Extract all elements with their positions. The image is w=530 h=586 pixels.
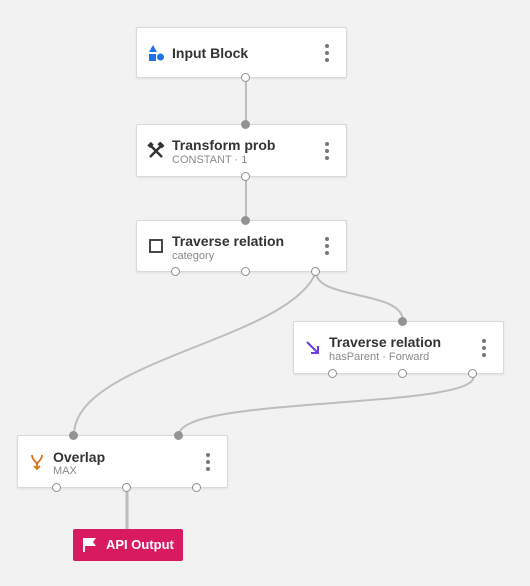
node-menu-button[interactable] bbox=[324, 141, 330, 160]
edge-traverse-hasparent-to-overlap bbox=[178, 373, 475, 436]
node-transform-prob[interactable]: Transform prob CONSTANT · 1 bbox=[136, 124, 347, 177]
node-traverse-category[interactable]: Traverse relation category bbox=[136, 220, 347, 272]
output-port[interactable] bbox=[328, 369, 337, 378]
node-subtitle: category bbox=[172, 250, 215, 262]
node-title: Traverse relation bbox=[329, 334, 442, 350]
output-port[interactable] bbox=[122, 483, 131, 492]
output-port[interactable] bbox=[241, 73, 250, 82]
node-subtitle: MAX bbox=[53, 465, 77, 477]
node-subtitle: CONSTANT · 1 bbox=[172, 154, 248, 166]
node-overlap[interactable]: Overlap MAX bbox=[17, 435, 228, 488]
node-menu-button[interactable] bbox=[324, 43, 330, 62]
arrow-down-right-icon bbox=[304, 339, 322, 357]
input-port[interactable] bbox=[241, 120, 250, 129]
node-title: Transform prob bbox=[172, 137, 276, 153]
node-input-block[interactable]: Input Block bbox=[136, 27, 347, 78]
square-outline-icon bbox=[147, 237, 165, 255]
flag-icon bbox=[82, 537, 98, 553]
node-subtitle: hasParent · Forward bbox=[329, 351, 430, 363]
output-port[interactable] bbox=[52, 483, 61, 492]
edge-traverse-category-to-traverse-hasparent bbox=[315, 271, 404, 322]
merge-icon bbox=[28, 453, 46, 471]
api-output-label: API Output bbox=[106, 537, 174, 552]
node-title: Traverse relation bbox=[172, 233, 285, 249]
output-port[interactable] bbox=[241, 172, 250, 181]
node-menu-button[interactable] bbox=[481, 338, 487, 357]
output-port[interactable] bbox=[468, 369, 477, 378]
input-port[interactable] bbox=[241, 216, 250, 225]
node-title: Overlap bbox=[53, 449, 106, 465]
edge-traverse-category-to-overlap bbox=[73, 271, 317, 436]
output-port[interactable] bbox=[241, 267, 250, 276]
output-port[interactable] bbox=[171, 267, 180, 276]
tools-icon bbox=[147, 141, 165, 160]
node-menu-button[interactable] bbox=[324, 237, 330, 255]
output-port[interactable] bbox=[398, 369, 407, 378]
output-port[interactable] bbox=[311, 267, 320, 276]
output-port[interactable] bbox=[192, 483, 201, 492]
shapes-icon bbox=[147, 44, 165, 62]
input-port[interactable] bbox=[174, 431, 183, 440]
input-port[interactable] bbox=[398, 317, 407, 326]
api-output-button[interactable]: API Output bbox=[73, 529, 183, 561]
node-title: Input Block bbox=[172, 45, 249, 61]
node-traverse-hasparent[interactable]: Traverse relation hasParent · Forward bbox=[293, 321, 504, 374]
node-menu-button[interactable] bbox=[205, 452, 211, 471]
input-port[interactable] bbox=[69, 431, 78, 440]
